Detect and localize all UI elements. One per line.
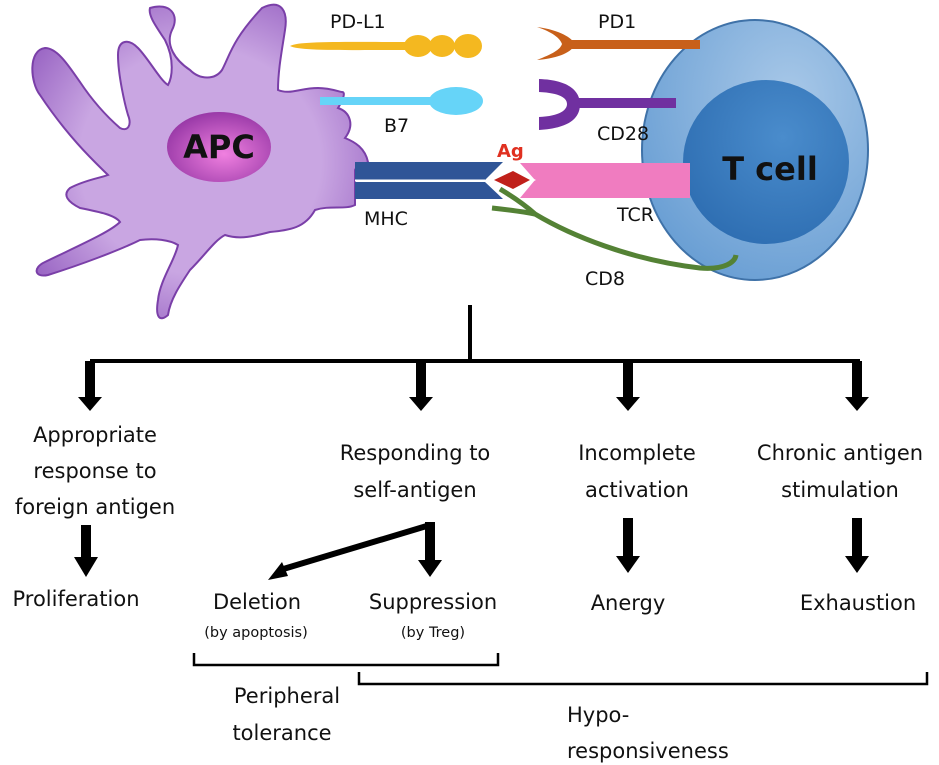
- self-line1: Responding to: [340, 441, 491, 465]
- outcome-foreign: Appropriate response to foreign antigen: [15, 423, 175, 519]
- bracket-hyporesponsiveness: [357, 672, 929, 686]
- apc-nucleus: [167, 112, 271, 182]
- arrow-to-exhaustion: [845, 518, 869, 573]
- arrow-to-proliferation: [74, 525, 98, 577]
- result-suppression-note: (by Treg): [401, 625, 465, 641]
- arrow-to-self: [409, 361, 433, 411]
- chronic-line1: Chronic antigen: [757, 441, 923, 465]
- result-suppression: Suppression: [369, 590, 497, 614]
- result-deletion: Deletion: [213, 590, 301, 614]
- chronic-line2: stimulation: [781, 478, 899, 502]
- tcell-nucleus: [683, 80, 849, 244]
- branch-connector: [90, 305, 860, 363]
- arrow-to-chronic: [845, 361, 869, 411]
- arrow-to-deletion: [268, 522, 431, 580]
- incomplete-line1: Incomplete: [578, 441, 696, 465]
- outcome-chronic: Chronic antigen stimulation: [757, 441, 923, 502]
- tcell-label: T cell: [722, 150, 818, 188]
- mhc-molecule: [355, 162, 503, 199]
- cd8-molecule: [491, 186, 739, 271]
- cd28-molecule: [539, 79, 676, 130]
- pd1-molecule: [537, 27, 700, 60]
- pdl1-molecule: [290, 34, 482, 58]
- incomplete-line2: activation: [585, 478, 689, 502]
- arrow-to-suppression: [418, 522, 442, 577]
- mhc-label: MHC: [364, 208, 408, 230]
- apc-label: APC: [183, 128, 255, 166]
- result-anergy: Anergy: [591, 591, 666, 615]
- pd1-label: PD1: [598, 11, 636, 33]
- self-line2: self-antigen: [353, 478, 476, 502]
- outcome-incomplete: Incomplete activation: [578, 441, 696, 502]
- foreign-line3: foreign antigen: [15, 495, 175, 519]
- hypo-label-line1: Hypo-: [567, 703, 629, 727]
- foreign-line2: response to: [33, 459, 156, 483]
- cd28-label: CD28: [597, 123, 649, 145]
- arrow-to-foreign: [78, 361, 102, 411]
- hypo-label-line2: responsiveness: [567, 739, 729, 763]
- foreign-line1: Appropriate: [33, 423, 157, 447]
- outcome-self: Responding to self-antigen: [340, 441, 491, 502]
- result-proliferation: Proliferation: [12, 587, 139, 611]
- tcr-label: TCR: [616, 204, 654, 226]
- result-deletion-note: (by apoptosis): [204, 625, 308, 641]
- pdl1-label: PD-L1: [330, 11, 386, 33]
- ag-label: Ag: [497, 141, 524, 162]
- cd8-label: CD8: [585, 268, 625, 290]
- tcr-molecule: [520, 163, 690, 198]
- bracket-peripheral-tolerance: [192, 653, 500, 667]
- apc-cell: APC: [31, 3, 370, 320]
- t-cell: T cell: [641, 19, 869, 281]
- b7-label: B7: [384, 115, 409, 137]
- result-exhaustion: Exhaustion: [800, 591, 916, 615]
- peripheral-label-line2: tolerance: [232, 721, 331, 745]
- arrow-to-incomplete: [616, 361, 640, 411]
- peripheral-label-line1: Peripheral: [234, 684, 340, 708]
- b7-molecule: [320, 87, 483, 115]
- antigen: [490, 168, 536, 192]
- arrow-to-anergy: [616, 518, 640, 573]
